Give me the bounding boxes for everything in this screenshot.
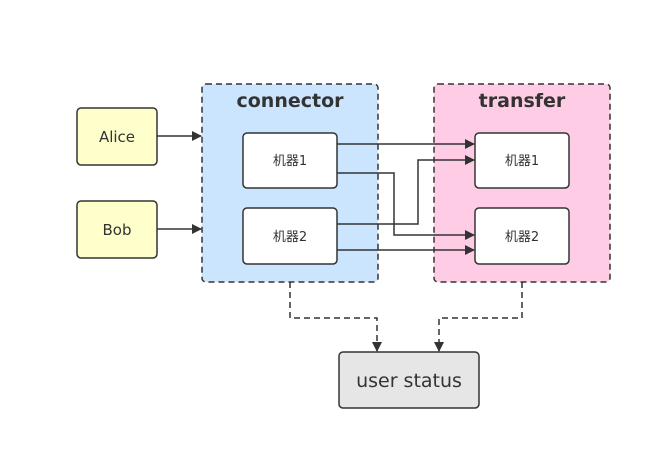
client-alice: Alice: [76, 107, 158, 166]
edge-connector-m2-to-transfer-m1: [337, 155, 475, 225]
transfer-machine-2: 机器2: [474, 207, 570, 265]
transfer-machine-1-label: 机器1: [505, 154, 539, 169]
transfer-machine-2-label: 机器2: [505, 230, 539, 245]
connector-machine-1-label: 机器1: [273, 154, 307, 169]
connector-machine-2: 机器2: [242, 207, 338, 265]
connector-machine-1: 机器1: [242, 132, 338, 189]
transfer-machine-1: 机器1: [474, 132, 570, 189]
client-alice-label: Alice: [99, 128, 135, 146]
edge-transfer-to-user-status: [434, 282, 523, 352]
connector-group: connector 机器1 机器2: [201, 83, 379, 283]
client-bob: Bob: [76, 200, 158, 259]
edge-connector-to-user-status: [289, 282, 382, 352]
connector-title: connector: [236, 90, 344, 112]
connector-machine-2-label: 机器2: [273, 230, 307, 245]
transfer-group: transfer 机器1 机器2: [433, 83, 611, 283]
client-bob-label: Bob: [103, 221, 132, 239]
user-status-label: user status: [356, 370, 462, 392]
transfer-title: transfer: [479, 90, 566, 112]
edge-connector-m1-to-transfer-m2: [337, 172, 475, 240]
user-status-node: user status: [338, 351, 480, 409]
